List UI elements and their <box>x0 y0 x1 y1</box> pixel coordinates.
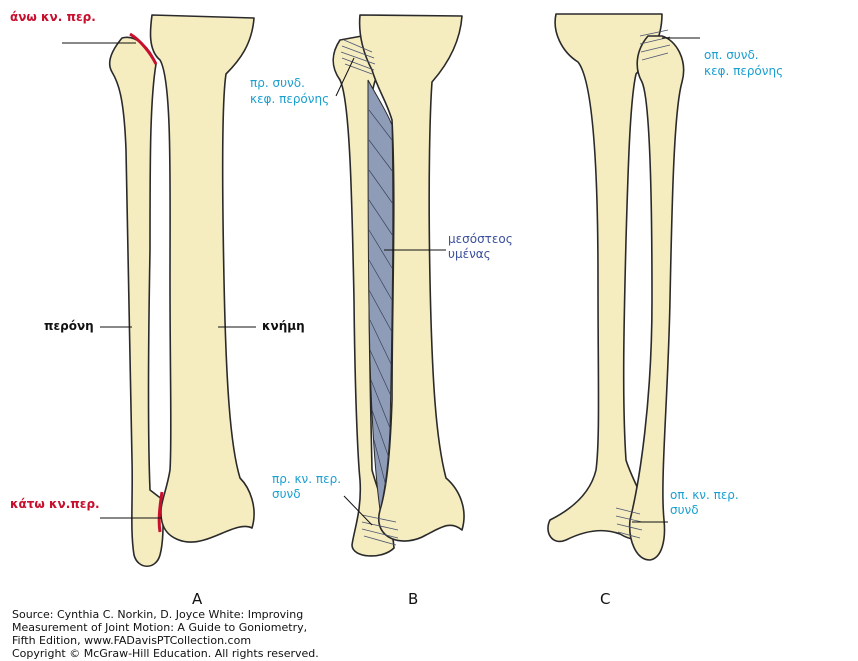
leader-pr-kef <box>335 57 355 97</box>
source-credit: Source: Cynthia C. Norkin, D. Joyce Whit… <box>12 608 319 660</box>
interosseous-membrane <box>367 79 394 511</box>
label-posterior-inferior-lig-1: οπ. κν. περ. <box>670 488 739 502</box>
superior-tibiofibular-joint-line <box>129 32 158 65</box>
label-interosseous-membrane-1: μεσόστεος <box>448 232 513 246</box>
figure-letter-c: C <box>600 590 611 608</box>
fibula-a <box>108 36 164 568</box>
label-superior-tibiofibular: άνω κν. περ. <box>10 10 96 24</box>
figure-letter-b: B <box>408 590 419 608</box>
label-interosseous-membrane-2: υμένας <box>448 247 491 261</box>
label-posterior-inferior-lig-2: συνδ <box>670 503 699 517</box>
label-anterior-inferior-lig-2: συνδ <box>272 487 301 501</box>
membrane-fibers <box>368 109 394 487</box>
ligament-distal-anterior <box>361 514 399 546</box>
inferior-tibiofibular-joint-line <box>157 491 164 533</box>
figure-letter-a: A <box>192 590 203 608</box>
leader-pr-kn <box>343 495 373 526</box>
tibia-c <box>547 13 663 543</box>
label-anterior-inferior-lig-1: πρ. κν. περ. <box>272 472 342 486</box>
fibula-c <box>628 35 685 561</box>
label-fibula: περόνη <box>44 319 94 333</box>
source-line-2: Measurement of Joint Motion: A Guide to … <box>12 621 308 634</box>
tibia-a <box>149 14 255 543</box>
source-line-4: Copyright © McGraw-Hill Education. All r… <box>12 647 319 660</box>
label-posterior-fibular-head-lig-2: κεφ. περόνης <box>704 64 784 78</box>
label-anterior-fibular-head-lig-1: πρ. συνδ. <box>250 76 305 90</box>
label-posterior-fibular-head-lig-1: οπ. συνδ. <box>704 48 759 62</box>
label-inferior-tibiofibular: κάτω κν.περ. <box>10 497 100 511</box>
source-line-3: Fifth Edition, www.FADavisPTCollection.c… <box>12 634 252 647</box>
label-anterior-fibular-head-lig-2: κεφ. περόνης <box>250 92 330 106</box>
source-line-1: Source: Cynthia C. Norkin, D. Joyce Whit… <box>12 608 304 621</box>
ligament-distal-posterior <box>615 507 643 539</box>
ligament-proximal-anterior <box>340 39 376 75</box>
label-tibia: κνήμη <box>262 319 305 333</box>
